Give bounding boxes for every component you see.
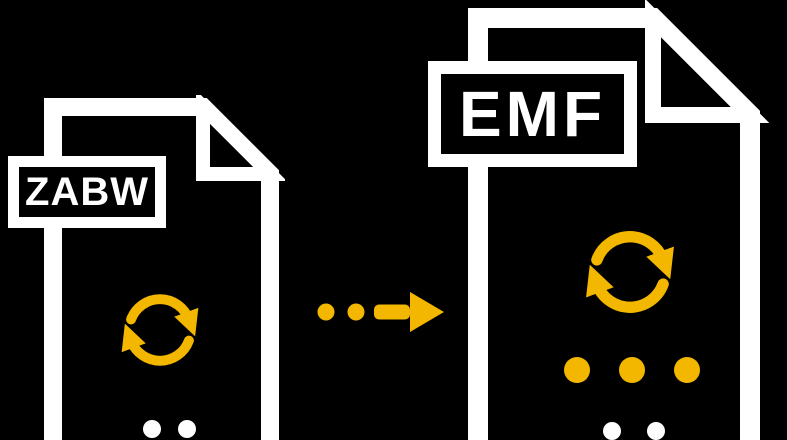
source-file-label-text: ZABW: [25, 170, 149, 214]
target-file-label-text: EMF: [458, 78, 607, 150]
target-file-label: EMF: [428, 61, 637, 167]
page-dot: [143, 420, 161, 438]
ellipsis-dot: [619, 357, 645, 383]
page-dot: [603, 422, 621, 440]
conversion-arrow-icon: [317, 292, 444, 332]
ellipsis-dot: [564, 357, 590, 383]
trail-dot: [347, 303, 365, 321]
source-file-label: ZABW: [8, 156, 166, 228]
page-dot: [178, 420, 196, 438]
ellipsis-dot: [674, 357, 700, 383]
folded-corner-icon: [196, 95, 285, 181]
arrow-shaft: [374, 304, 410, 320]
folded-corner-icon: [645, 0, 770, 123]
source-document-icon: [44, 95, 285, 440]
trail-dot: [317, 303, 335, 321]
page-dot: [647, 422, 665, 440]
arrow-head: [410, 292, 444, 332]
